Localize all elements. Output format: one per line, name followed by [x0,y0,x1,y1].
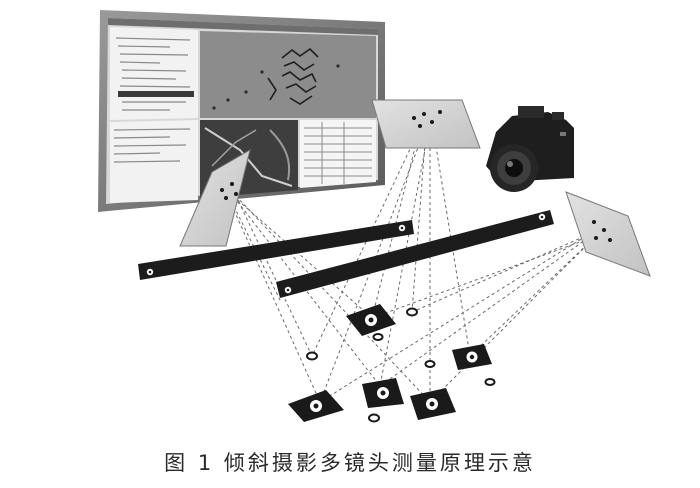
coded-target [288,390,344,422]
coded-target [410,388,456,420]
scale-bar-2 [276,210,554,298]
projection-rays [223,127,597,403]
image-plane-top [371,99,481,149]
oblique-photography-diagram [98,10,651,423]
scale-bar-1 [138,220,414,280]
image-plane-right [565,191,651,277]
property-panel [110,120,198,203]
coded-target [346,304,396,336]
coded-target [362,378,404,408]
coded-target [452,344,492,370]
3d-view-panel [200,31,376,118]
data-table-panel [300,120,376,188]
image-plane-left [179,148,251,247]
round-markers [306,307,496,423]
camera-icon [486,106,574,192]
figure-caption: 图 1 倾斜摄影多镜头测量原理示意 [164,451,536,475]
project-tree-panel [110,27,198,120]
software-monitor [98,10,385,212]
ground-targets [288,304,496,423]
